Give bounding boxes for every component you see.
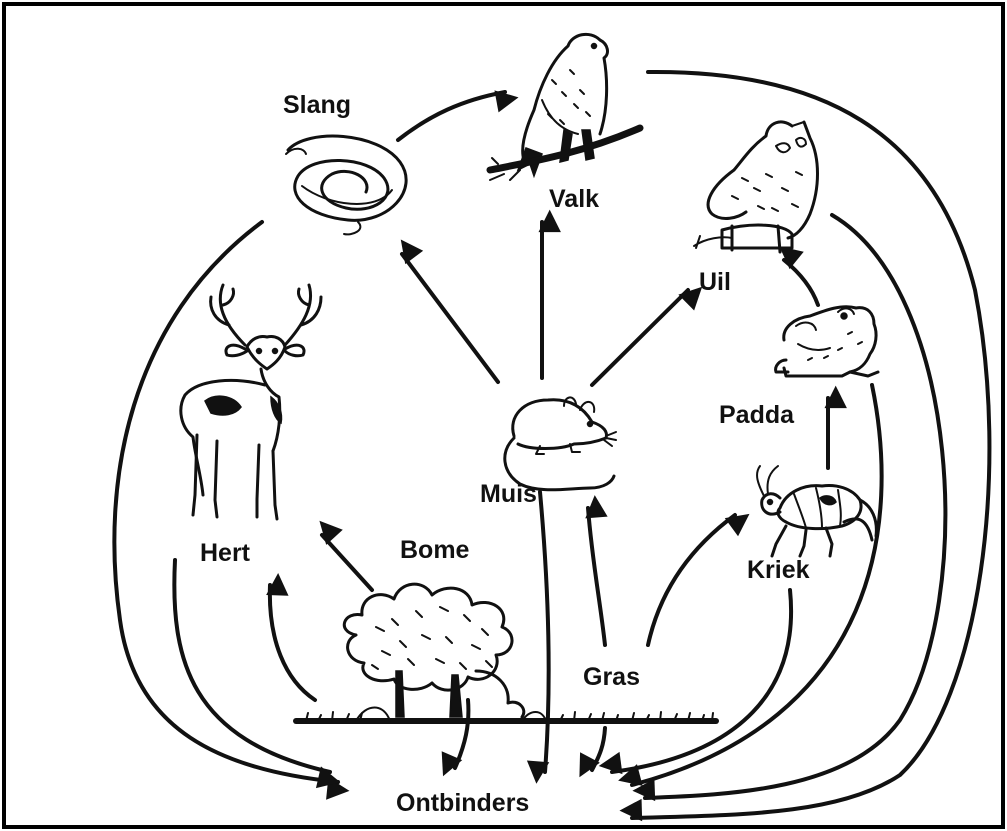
arrow-slang-to-ontbinders — [114, 222, 338, 782]
deer-icon — [181, 285, 321, 519]
label-kriek: Kriek — [747, 556, 810, 584]
arrow-muis-to-uil — [592, 290, 688, 385]
arrow-muis-to-ontbinders — [540, 492, 549, 772]
arrow-padda-to-uil — [784, 260, 818, 305]
label-gras: Gras — [583, 663, 640, 691]
arrow-gras-to-kriek — [648, 515, 735, 645]
label-padda: Padda — [719, 401, 795, 429]
arrow-uil-to-ontbinders — [645, 215, 945, 798]
cricket-icon — [757, 466, 876, 556]
arrow-gras-to-hert — [270, 585, 315, 700]
snake-icon — [286, 136, 406, 234]
arrows — [114, 72, 989, 818]
frog-icon — [776, 307, 878, 376]
trees-icon — [296, 584, 716, 721]
label-hert: Hert — [200, 539, 251, 567]
arrow-valk-to-ontbinders — [632, 72, 989, 818]
arrow-muis-to-slang — [402, 254, 498, 382]
mouse-icon — [505, 397, 616, 489]
hawk-icon — [490, 34, 640, 180]
owl-icon — [694, 122, 818, 252]
label-slang: Slang — [283, 91, 351, 119]
label-ontbinders: Ontbinders — [396, 789, 529, 817]
arrow-bome-to-hert — [322, 535, 372, 590]
label-muis: Muis — [480, 480, 537, 508]
label-bome: Bome — [400, 536, 470, 564]
arrow-gras-to-muis — [588, 508, 605, 645]
arrow-gras-to-ontbinders — [592, 728, 605, 770]
label-uil: Uil — [699, 268, 731, 296]
label-valk: Valk — [549, 185, 599, 213]
arrow-slang-to-valk — [398, 92, 505, 140]
